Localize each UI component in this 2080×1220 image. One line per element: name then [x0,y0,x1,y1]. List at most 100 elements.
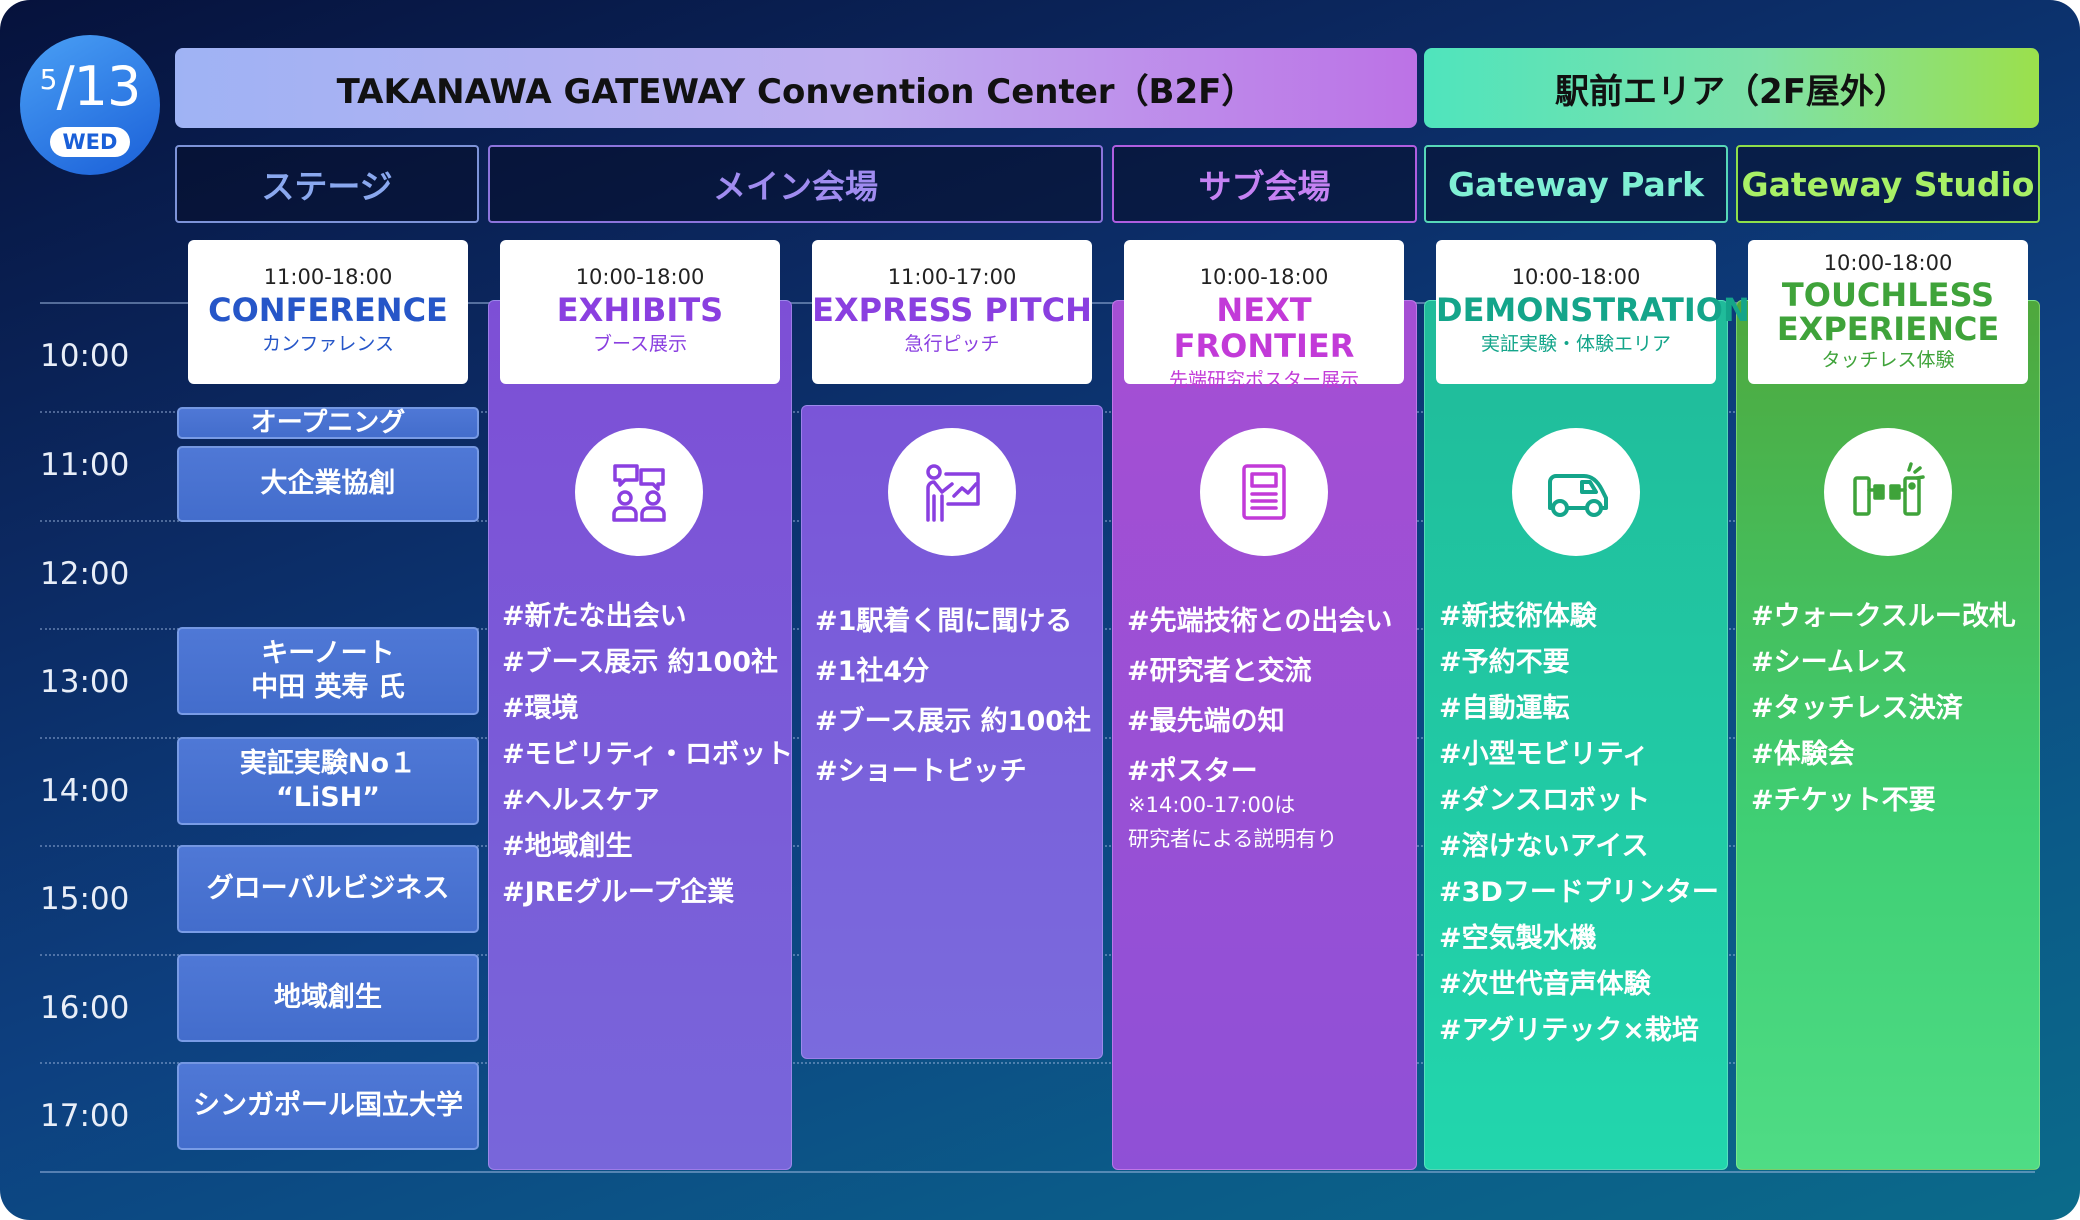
tag: #予約不要 [1439,647,1570,678]
tag: #シームレス [1751,647,1908,678]
tag: #1社4分 [815,656,930,687]
time-line [40,1171,2035,1173]
tag: #環境 [502,693,579,724]
tag: #溶けないアイス [1439,831,1649,862]
tag: #先端技術との出会い [1127,606,1393,637]
tag: #空気製水機 [1439,923,1597,954]
session-speaker: 中田 英寿 氏 [251,672,405,703]
session-subtitle: “LiSH” [276,782,380,813]
autonomous-vehicle-icon [1512,428,1640,556]
tag: #ダンスロボット [1439,785,1651,816]
date-badge: 5/13 WED [20,35,160,175]
venue-subtitle: 急行ピッチ [904,333,1000,355]
tag: #小型モビリティ [1439,739,1650,770]
session-title: グローバルビジネス [206,873,450,904]
venue-title-line: EXPERIENCE [1776,310,2000,348]
date-day: 13 [73,55,142,118]
session-demo-lish: 実証実験No１“LiSH” [177,737,479,825]
tag: #地域創生 [502,831,633,862]
tag: #アグリテック×栽培 [1439,1015,1699,1046]
venue-card-touchless: 10:00-18:00 TOUCHLESS EXPERIENCE タッチレス体験 [1748,240,2028,384]
ticket-gate-icon [1824,428,1952,556]
zone-gateway-studio: Gateway Studio [1736,145,2040,223]
tag: #モビリティ・ロボット [502,739,794,770]
tag: #研究者と交流 [1127,656,1312,687]
time-label-1100: 11:00 [40,447,130,483]
time-label-1500: 15:00 [40,881,130,917]
venue-subtitle: タッチレス体験 [1821,349,1955,371]
session-corporate-cocreation: 大企業協創 [177,446,479,522]
venue-title: CONFERENCE [208,291,448,329]
frontier-tag-list: #先端技術との出会い #研究者と交流 #最先端の知 #ポスター [1127,597,1392,797]
zone-sub-hall: サブ会場 [1112,145,1417,223]
venue-time: 10:00-18:00 [575,265,705,289]
session-title: 大企業協創 [260,468,396,499]
tag: #1駅着く間に聞ける [815,606,1073,637]
area-header-station-front: 駅前エリア（2F屋外） [1424,48,2039,128]
frontier-note: ※14:00-17:00は 研究者による説明有り [1128,788,1337,856]
venue-card-next-frontier: 10:00-18:00 NEXT FRONTIER 先端研究ポスター展示 [1124,240,1404,391]
area-header-convention-center: TAKANAWA GATEWAY Convention Center（B2F） [175,48,1417,128]
tag: #最先端の知 [1127,706,1285,737]
zone-gateway-park: Gateway Park [1424,145,1728,223]
venue-subtitle: 先端研究ポスター展示 [1168,369,1359,391]
discussion-people-icon [575,428,703,556]
tag: #新たな出会い [502,601,687,632]
time-label-1200: 12:00 [40,556,130,592]
venue-card-demonstration: 10:00-18:00 DEMONSTRATION 実証実験・体験エリア [1436,240,1750,384]
time-label-1000: 10:00 [40,338,130,374]
tag: #ブース展示 約100社 [502,647,779,678]
venue-title-line: TOUCHLESS [1781,276,1995,314]
demo-tag-list: #新技術体験 #予約不要 #自動運転 #小型モビリティ #ダンスロボット #溶け… [1439,594,1719,1054]
tag: #次世代音声体験 [1439,969,1651,1000]
zone-main-hall: メイン会場 [488,145,1103,223]
weekday-pill: WED [50,127,130,157]
session-nus: シンガポール国立大学 [177,1062,479,1150]
poster-document-icon [1200,428,1328,556]
venue-title: EXPRESS PITCH [812,291,1092,329]
session-regional-revitalization: 地域創生 [177,954,479,1042]
tag: #JREグループ企業 [502,877,735,908]
venue-title: EXHIBITS [556,291,724,329]
tag: #体験会 [1751,739,1855,770]
time-line [40,1062,2035,1064]
session-title: 地域創生 [274,982,382,1013]
tag: #ヘルスケア [502,785,660,816]
venue-subtitle: ブース展示 [592,333,688,355]
exhibits-tag-list: #新たな出会い #ブース展示 約100社 #環境 #モビリティ・ロボット #ヘル… [502,594,793,916]
session-title: オープニング [250,408,406,438]
time-label-1700: 17:00 [40,1098,130,1134]
tag: #ウォークスルー改札 [1751,601,2016,632]
venue-time: 10:00-18:00 [1823,251,1953,275]
venue-subtitle: カンファレンス [261,333,395,355]
tag: #ポスター [1127,756,1258,787]
venue-card-express-pitch: 11:00-17:00 EXPRESS PITCH 急行ピッチ [812,240,1092,384]
time-label-1600: 16:00 [40,990,130,1026]
tag: #3Dフードプリンター [1439,877,1719,908]
tag: #自動運転 [1439,693,1570,724]
note-line: ※14:00-17:00は [1128,793,1296,817]
tag: #新技術体験 [1439,601,1597,632]
pitch-tag-list: #1駅着く間に聞ける #1社4分 #ブース展示 約100社 #ショートピッチ [815,597,1091,797]
tag: #ショートピッチ [815,756,1027,787]
session-keynote: キーノート中田 英寿 氏 [177,627,479,715]
venue-time: 10:00-18:00 [1511,265,1641,289]
tag: #ブース展示 約100社 [815,706,1092,737]
venue-subtitle: 実証実験・体験エリア [1480,333,1671,355]
venue-title: NEXT FRONTIER [1173,291,1355,365]
note-line: 研究者による説明有り [1128,827,1338,851]
zone-stage: ステージ [175,145,479,223]
venue-title: TOUCHLESS EXPERIENCE [1748,278,2028,346]
time-label-1400: 14:00 [40,773,130,809]
venue-time: 11:00-18:00 [263,265,393,289]
date-number: 5/13 [39,55,142,118]
presenter-board-icon [888,428,1016,556]
venue-time: 11:00-17:00 [887,265,1017,289]
venue-card-exhibits: 10:00-18:00 EXHIBITS ブース展示 [500,240,780,384]
time-label-1300: 13:00 [40,664,130,700]
tag: #チケット不要 [1751,785,1936,816]
session-opening: オープニング [177,407,479,439]
session-global-business: グローバルビジネス [177,845,479,933]
touchless-tag-list: #ウォークスルー改札 #シームレス #タッチレス決済 #体験会 #チケット不要 [1751,594,2016,824]
